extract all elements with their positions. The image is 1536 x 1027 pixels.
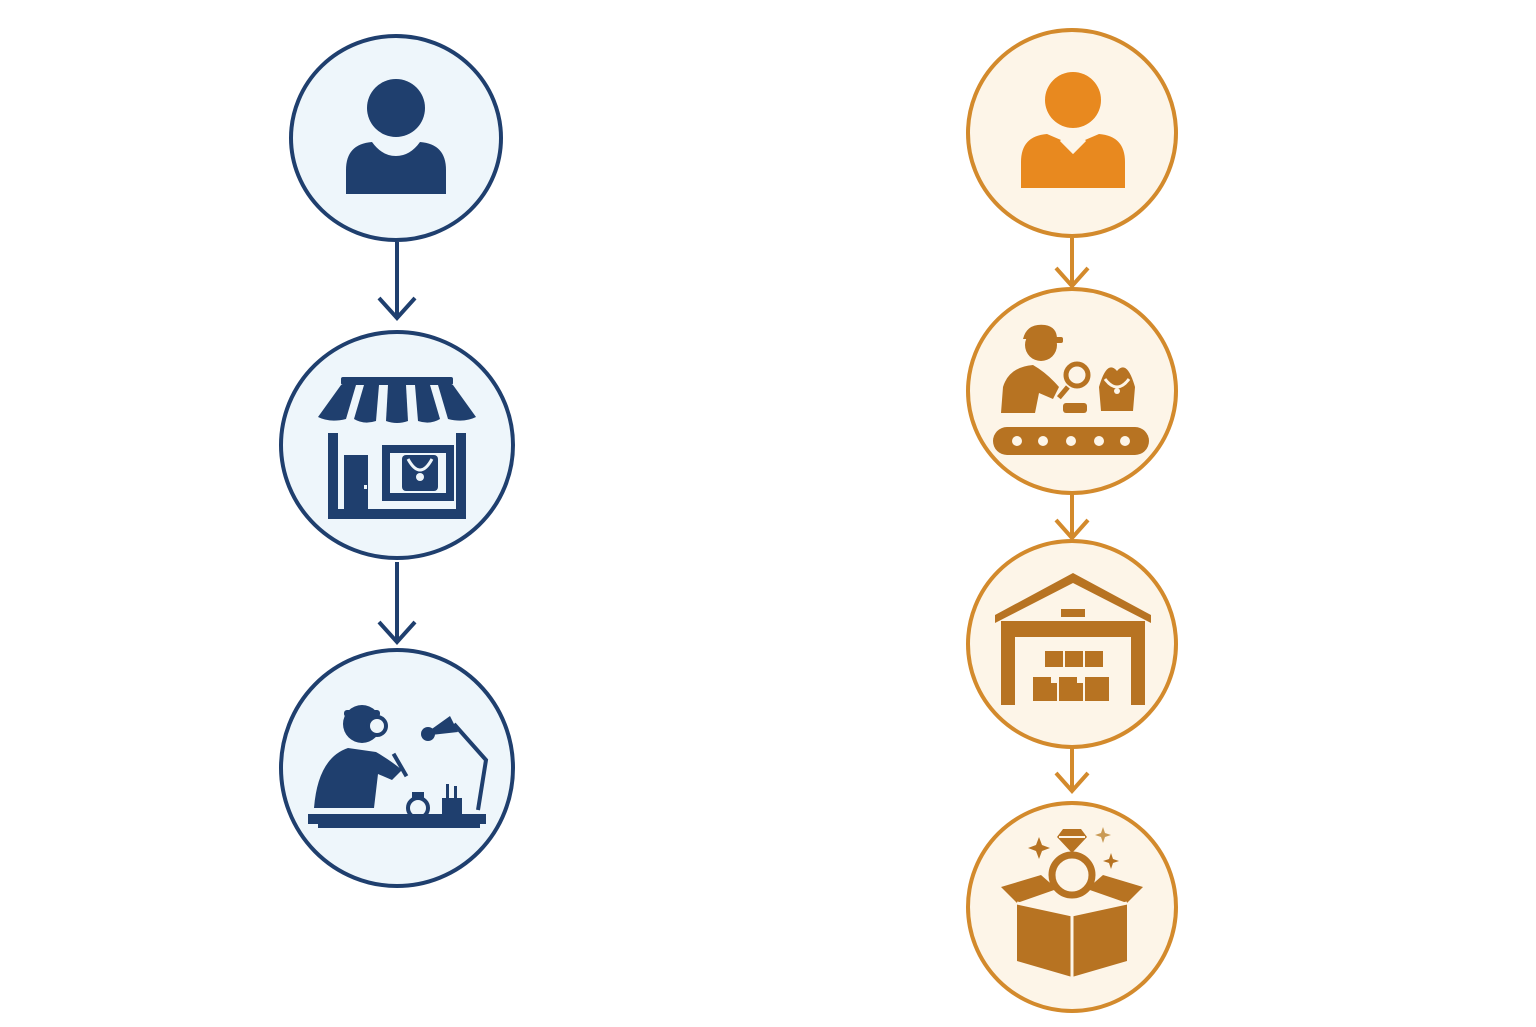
left-step-store xyxy=(278,329,516,563)
jewelry-storefront-icon xyxy=(318,377,476,519)
right-arrow-3 xyxy=(1054,747,1090,795)
left-arrow-2 xyxy=(377,562,417,645)
warehouse-boxes-icon xyxy=(995,573,1151,705)
left-step-customer xyxy=(288,34,504,244)
person-icon xyxy=(346,79,446,194)
inspector-conveyor-icon xyxy=(993,324,1149,455)
right-arrow-1 xyxy=(1054,238,1090,290)
right-step-inspection xyxy=(965,287,1179,497)
right-step-delivery xyxy=(965,791,1179,1027)
right-arrow-2 xyxy=(1054,494,1090,542)
person-with-collar-icon xyxy=(1021,72,1125,188)
jeweler-workbench-icon xyxy=(308,705,489,828)
left-step-jeweler xyxy=(278,648,516,892)
ring-in-box-icon xyxy=(1001,827,1143,977)
right-step-warehouse xyxy=(965,539,1179,751)
left-arrow-1 xyxy=(377,242,417,321)
right-step-customer xyxy=(965,28,1179,240)
